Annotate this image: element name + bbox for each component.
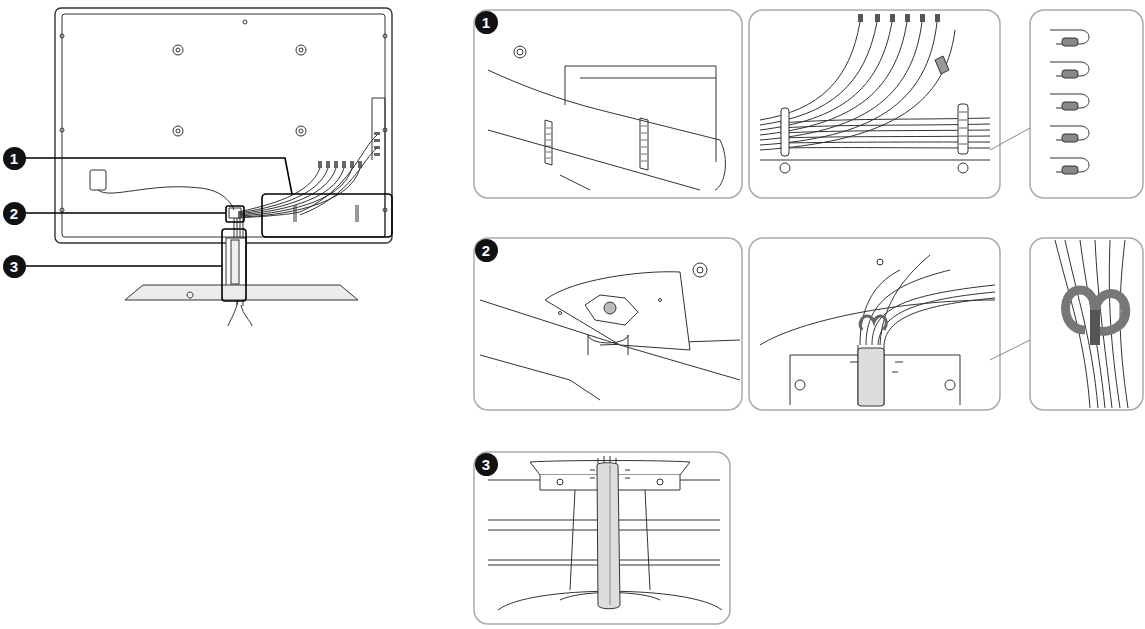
detail-1b	[760, 14, 990, 173]
callout-label: 1	[482, 15, 490, 30]
callout-label: 3	[482, 457, 490, 472]
callout-label: 3	[10, 259, 18, 274]
detail-1a	[488, 46, 725, 190]
detail-panels	[474, 10, 1143, 624]
detail-2b	[760, 255, 995, 406]
callout-number: 1	[3, 147, 26, 170]
detail-2a	[480, 263, 740, 400]
detail-2c	[1055, 240, 1128, 408]
leader-lines	[25, 158, 392, 301]
panel-leaders	[990, 128, 1030, 360]
callout-label: 1	[10, 151, 18, 166]
callout-label: 2	[482, 243, 490, 258]
callout-number: 2	[475, 239, 498, 262]
detail-3	[488, 456, 722, 610]
callout-label: 2	[10, 206, 18, 221]
tv-rear-view	[55, 8, 392, 326]
callout-number: 3	[475, 453, 498, 476]
callout-number: 3	[3, 255, 26, 278]
callout-number: 2	[3, 202, 26, 225]
detail-1c	[1050, 30, 1089, 174]
callout-number: 1	[475, 11, 498, 34]
